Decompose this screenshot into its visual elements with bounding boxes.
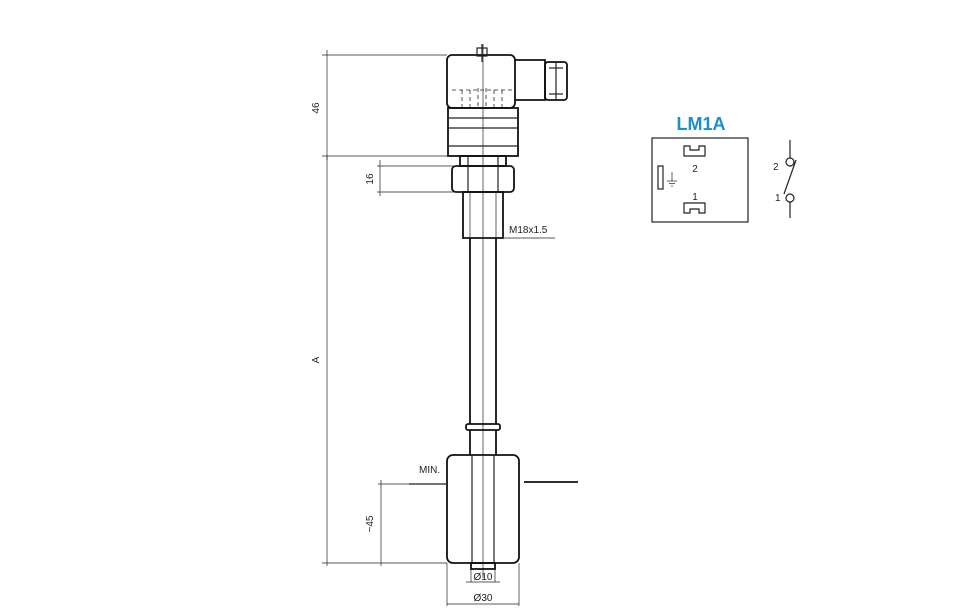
dimension-45: ~45 [365, 480, 409, 566]
connector-head [446, 44, 568, 109]
reed-switch-icon: 2 1 [773, 140, 797, 218]
switch-pin-2: 2 [773, 162, 779, 173]
dim-A-label: A [311, 356, 322, 363]
dim-16-label: 16 [365, 173, 376, 185]
connector-pin-diagram: 2 1 [651, 137, 749, 223]
dim-46-label: 46 [311, 102, 322, 114]
dimension-float-diameter: Ø30 [446, 563, 520, 606]
dimension-thread: M18x1.5 [463, 225, 555, 239]
connector-pin-2: 2 [692, 164, 698, 175]
dimension-46: 46 [311, 50, 448, 160]
dimension-stem-diameter: Ø10 [466, 569, 500, 583]
ground-icon [667, 172, 677, 187]
dimension-A: A [311, 156, 447, 566]
min-level-label: MIN. [419, 465, 440, 476]
float [446, 454, 520, 570]
connector-pin-1: 1 [692, 192, 698, 203]
model-title: LM1A [677, 114, 726, 134]
dimension-16: 16 [365, 160, 463, 196]
dim-stem-diameter-label: Ø10 [474, 572, 493, 583]
switch-pin-1: 1 [775, 193, 781, 204]
stem [465, 44, 501, 578]
dim-float-diameter-label: Ø30 [474, 593, 493, 604]
dim-thread-label: M18x1.5 [509, 225, 548, 236]
min-level: MIN. [409, 465, 578, 485]
dim-45-label: ~45 [365, 515, 376, 532]
